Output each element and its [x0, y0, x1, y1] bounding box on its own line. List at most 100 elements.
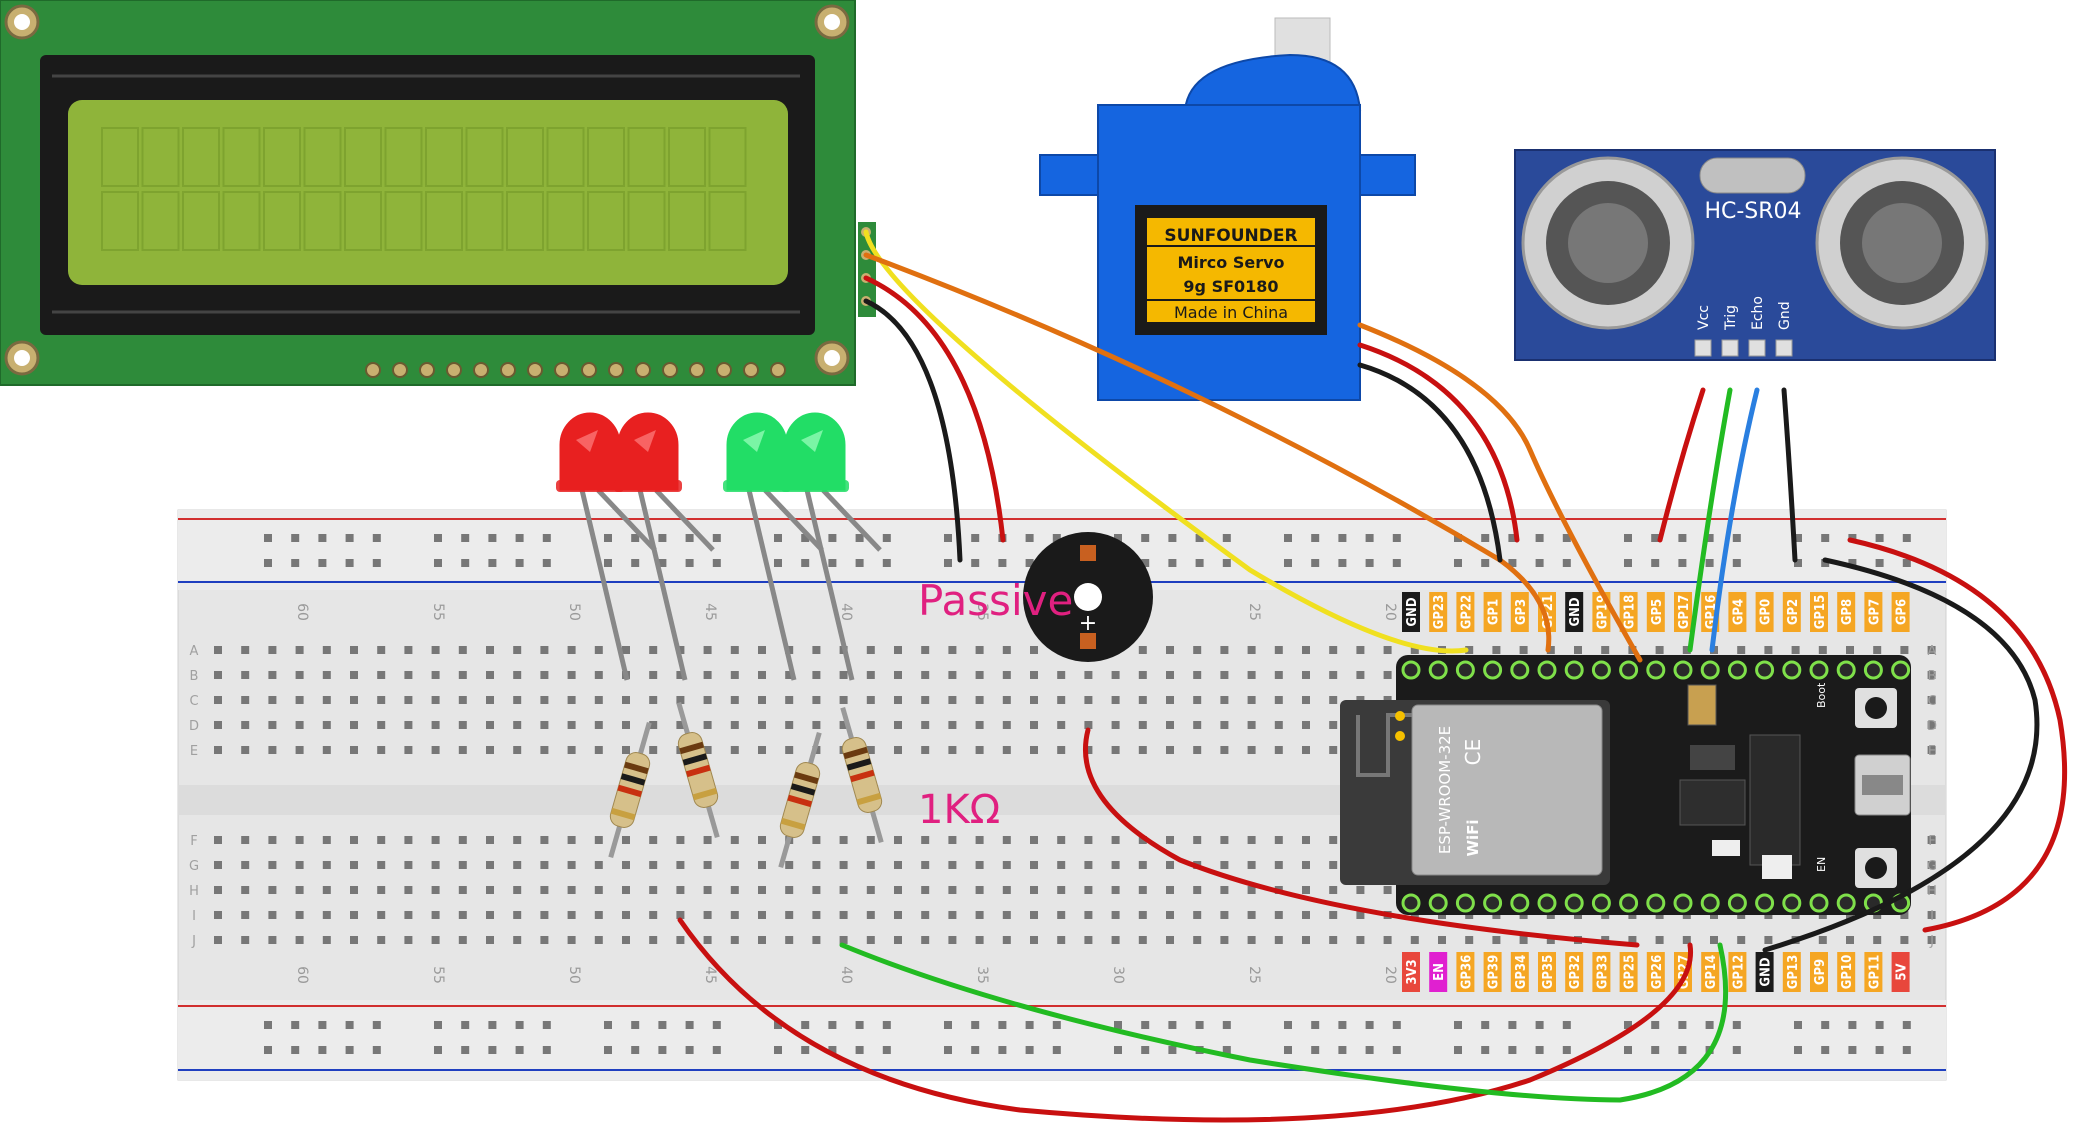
bb-hole	[540, 696, 549, 704]
bb-hole	[1682, 936, 1691, 944]
sensor-pin	[1721, 339, 1739, 357]
bb-hole	[404, 746, 413, 754]
wifi-logo: WiFi	[1464, 819, 1482, 856]
bb-hole	[1002, 721, 1011, 729]
esp32-board: ESP-WROOM-32E CE WiFi Boot EN	[1340, 655, 1911, 915]
bb-hole	[1002, 886, 1011, 894]
bb-hole	[350, 911, 358, 919]
bb-hole	[377, 911, 386, 919]
rail-hole	[1114, 1046, 1122, 1054]
bb-hole	[241, 696, 250, 704]
bb-hole	[1302, 696, 1310, 704]
bb-hole	[948, 861, 957, 869]
rail-hole	[882, 1046, 891, 1054]
bb-hole	[866, 696, 875, 704]
rail-hole	[1481, 559, 1490, 567]
wires	[677, 229, 2068, 1123]
bb-hole	[1329, 721, 1338, 729]
bb-hole	[1329, 746, 1338, 754]
bb-hole	[812, 646, 821, 654]
bb-hole	[1247, 836, 1256, 844]
lcd-cell	[465, 127, 504, 187]
wire-us-echo-blue	[1709, 387, 1760, 653]
wire-led-red	[677, 917, 1694, 1123]
pin-label: GP34	[1510, 952, 1529, 992]
bb-hole	[975, 836, 984, 844]
rail-hole	[1902, 559, 1911, 567]
bb-hole	[894, 721, 902, 729]
bb-hole	[1057, 911, 1066, 919]
rail-hole	[461, 1021, 470, 1029]
bb-hole	[1220, 671, 1229, 679]
header-pin	[1646, 893, 1666, 913]
rail-hole	[712, 559, 721, 567]
resistor	[840, 707, 884, 843]
bb-hole	[1465, 646, 1474, 654]
bb-hole	[1519, 936, 1528, 944]
bb-hole	[1302, 886, 1310, 894]
rail-hole	[604, 559, 612, 567]
lcd-cell	[303, 191, 342, 251]
bb-hole	[921, 836, 930, 844]
bb-hole	[1519, 646, 1528, 654]
usb-uart-chip	[1749, 734, 1801, 866]
bb-hole	[1274, 671, 1283, 679]
bb-hole	[948, 671, 957, 679]
lcd-display	[0, 0, 876, 386]
bb-hole	[975, 886, 984, 894]
pin-label: GP39	[1483, 952, 1502, 992]
column-number: 45	[702, 966, 718, 984]
bb-hole	[1193, 911, 1202, 919]
bb-hole	[486, 671, 494, 679]
rail-hole	[685, 1021, 694, 1029]
bb-hole	[268, 746, 277, 754]
header-pin	[1455, 893, 1475, 913]
bb-hole	[975, 861, 984, 869]
header-pin	[473, 362, 489, 378]
row-label: F	[190, 834, 197, 849]
bb-hole	[1166, 746, 1174, 754]
bb-hole	[866, 646, 875, 654]
servo-top	[1183, 53, 1362, 111]
bb-hole	[214, 861, 222, 869]
bb-hole	[1329, 836, 1338, 844]
bb-hole	[785, 886, 794, 894]
rail-hole	[801, 1046, 810, 1054]
bb-hole	[812, 861, 821, 869]
rail-hole	[1392, 1021, 1401, 1029]
lcd-cell	[425, 127, 463, 187]
sensor-pin	[1775, 339, 1793, 357]
bb-hole	[1166, 671, 1174, 679]
rail-hole	[658, 1021, 667, 1029]
bb-hole	[1900, 911, 1909, 919]
bb-hole	[1764, 646, 1773, 654]
bb-hole	[649, 936, 658, 944]
bb-hole	[758, 861, 766, 869]
bb-hole	[703, 671, 712, 679]
bb-hole	[540, 886, 549, 894]
rail-hole	[1392, 559, 1401, 567]
bb-hole	[1002, 836, 1011, 844]
bb-hole	[730, 936, 739, 944]
header-pin	[1537, 660, 1557, 680]
bb-hole	[1302, 911, 1310, 919]
rail-hole	[1052, 1021, 1061, 1029]
bb-hole	[1111, 696, 1120, 704]
bb-hole	[730, 671, 739, 679]
smd-led	[1712, 840, 1740, 856]
rail-hole	[1624, 1021, 1632, 1029]
bb-hole	[295, 721, 304, 729]
bb-hole	[1138, 836, 1147, 844]
rail-hole	[1454, 1046, 1462, 1054]
bb-hole	[567, 721, 576, 729]
bb-hole	[649, 646, 658, 654]
bb-hole	[948, 936, 957, 944]
rail-hole	[1624, 559, 1632, 567]
rail-hole	[345, 1046, 354, 1054]
rail-hole	[944, 1046, 952, 1054]
rail-hole	[1284, 534, 1292, 542]
rail-hole	[944, 1021, 952, 1029]
rail-hole	[345, 534, 354, 542]
